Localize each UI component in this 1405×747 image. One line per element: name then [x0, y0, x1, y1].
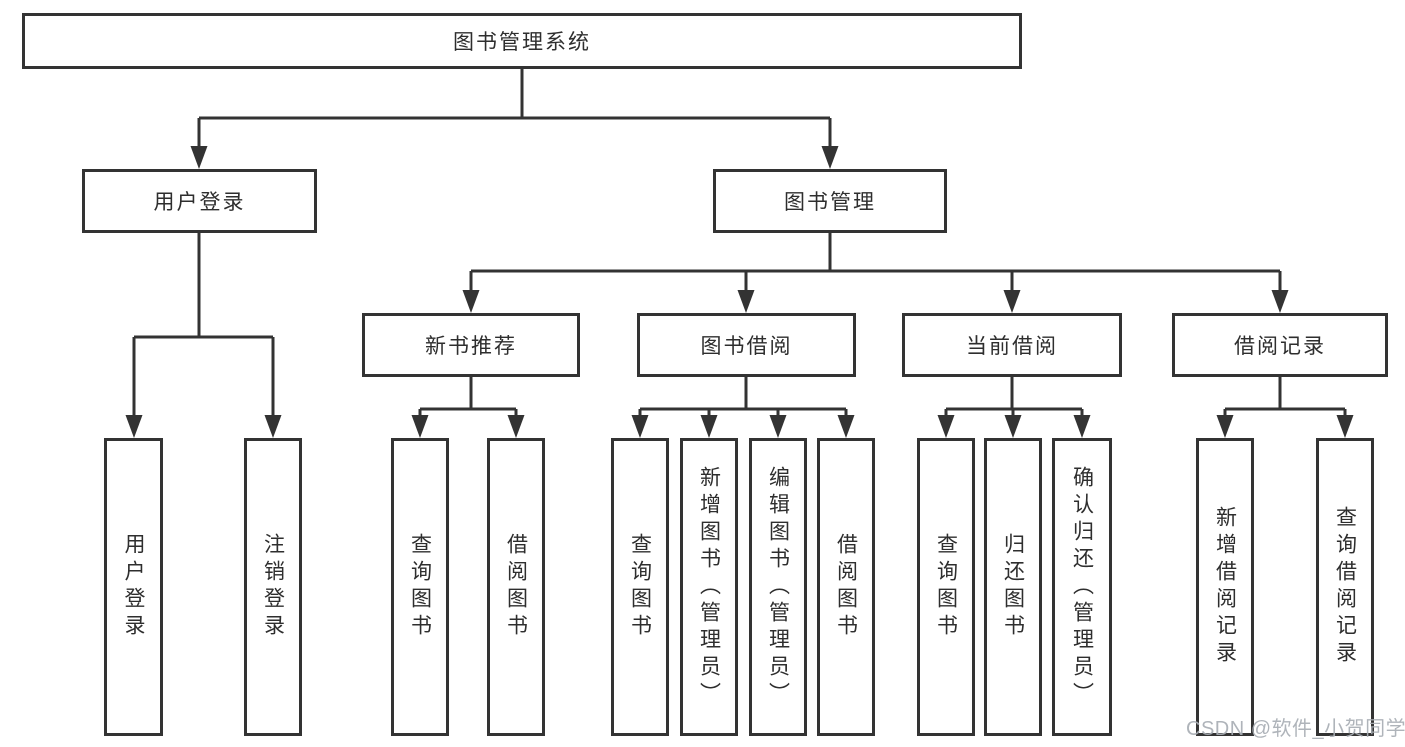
node-library-management-system: 图书管理系统	[22, 13, 1022, 69]
node-book-borrowing: 图书借阅	[637, 313, 856, 377]
node-new-book-recommend: 新书推荐	[362, 313, 580, 377]
connector-user-login-children	[125, 233, 282, 438]
leaf-user-login: 用户登录	[104, 438, 163, 736]
leaf-cb-confirm-return-admin: 确认归还（管理员）	[1052, 438, 1112, 736]
leaf-label: 用户登录	[122, 533, 146, 641]
connector-borrow-records-children	[1216, 377, 1354, 438]
leaf-label: 编辑图书（管理员）	[766, 465, 790, 709]
leaf-cb-return-books: 归还图书	[984, 438, 1042, 736]
leaf-label: 查询图书	[628, 533, 652, 641]
node-book-management: 图书管理	[713, 169, 947, 233]
leaf-bb-edit-books-admin: 编辑图书（管理员）	[749, 438, 807, 736]
leaf-label: 查询图书	[934, 533, 958, 641]
node-label: 新书推荐	[425, 335, 517, 358]
leaf-label: 查询图书	[408, 533, 432, 641]
node-user-login: 用户登录	[82, 169, 317, 233]
connector-book-management-children	[462, 233, 1289, 313]
leaf-bb-add-books-admin: 新增图书（管理员）	[680, 438, 738, 736]
node-borrow-records: 借阅记录	[1172, 313, 1388, 377]
connector-current-borrowing-children	[937, 377, 1091, 438]
leaf-label: 归还图书	[1001, 533, 1025, 641]
leaf-br-add-record: 新增借阅记录	[1196, 438, 1254, 736]
leaf-cb-query-books: 查询图书	[917, 438, 975, 736]
leaf-logout: 注销登录	[244, 438, 302, 736]
connector-new-book-recommend-children	[411, 377, 525, 438]
node-label: 图书借阅	[700, 335, 793, 358]
node-label: 图书管理系统	[453, 31, 591, 54]
leaf-nbr-borrow-books: 借阅图书	[487, 438, 545, 736]
node-label: 用户登录	[153, 191, 246, 214]
node-label: 图书管理	[784, 191, 876, 214]
node-current-borrowing: 当前借阅	[902, 313, 1122, 377]
leaf-label: 确认归还（管理员）	[1070, 465, 1094, 709]
csdn-watermark: CSDN @软件_小贺同学	[1186, 718, 1405, 740]
leaf-nbr-query-books: 查询图书	[391, 438, 449, 736]
connector-root-to-level2	[190, 68, 839, 169]
leaf-bb-query-books: 查询图书	[611, 438, 669, 736]
leaf-label: 借阅图书	[504, 533, 528, 641]
connector-book-borrowing-children	[631, 377, 855, 438]
leaf-label: 新增图书（管理员）	[697, 465, 721, 709]
leaf-label: 查询借阅记录	[1333, 506, 1357, 668]
leaf-label: 借阅图书	[834, 533, 858, 641]
leaf-br-query-record: 查询借阅记录	[1316, 438, 1374, 736]
leaf-bb-borrow-books: 借阅图书	[817, 438, 875, 736]
node-label: 借阅记录	[1234, 335, 1326, 358]
node-label: 当前借阅	[966, 335, 1058, 358]
leaf-label: 注销登录	[261, 533, 285, 641]
leaf-label: 新增借阅记录	[1213, 506, 1237, 668]
